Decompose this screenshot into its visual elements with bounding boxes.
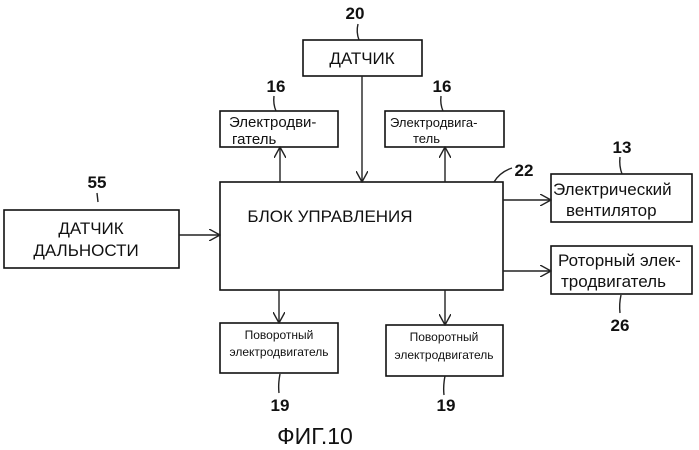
fan-label-2: вентилятор	[566, 201, 657, 220]
ref-16-right: 16	[433, 77, 452, 96]
ref-16-left: 16	[267, 77, 286, 96]
ref-13: 13	[613, 138, 632, 157]
leader-line	[274, 96, 276, 111]
figure-label: ФИГ.10	[277, 423, 353, 449]
leader-line	[279, 374, 280, 393]
leader-line	[494, 168, 512, 182]
sensor-block: ДАТЧИК 20	[303, 4, 422, 76]
ref-20: 20	[346, 4, 365, 23]
fan-label-1: Электрический	[553, 180, 672, 199]
swivel-left-label-1: Поворотный	[245, 328, 314, 342]
motor-left-block: Электродви- гатель 16	[220, 77, 338, 148]
rotor-label-1: Роторный элек-	[558, 251, 681, 270]
rotor-label-2: тродвигатель	[561, 272, 666, 291]
electric-fan-block: Электрический вентилятор 13	[551, 138, 692, 222]
ref-19-right: 19	[437, 396, 456, 415]
control-unit-label: БЛОК УПРАВЛЕНИЯ	[247, 207, 412, 226]
swivel-motor-left-block: Поворотный электродвигатель 19	[220, 323, 338, 415]
motor-right-label-2: тель	[413, 131, 440, 146]
ref-22: 22	[515, 161, 534, 180]
leader-line	[620, 295, 621, 313]
motor-left-label-1: Электродви-	[229, 114, 316, 131]
swivel-left-label-2: электродвигатель	[230, 345, 329, 359]
rotor-motor-block: Роторный элек- тродвигатель 26	[551, 246, 692, 335]
motor-right-label-1: Электродвига-	[390, 115, 477, 130]
swivel-motor-right-block: Поворотный электродвигатель 19	[386, 325, 503, 415]
range-sensor-label-2: ДАЛЬНОСТИ	[33, 241, 138, 260]
swivel-right-label-1: Поворотный	[410, 330, 479, 344]
leader-line	[620, 157, 622, 174]
sensor-label: ДАТЧИК	[329, 49, 394, 68]
motor-left-label-2: гатель	[232, 131, 276, 148]
motor-right-block: Электродвига- тель 16	[385, 77, 504, 147]
range-sensor-label-1: ДАТЧИК	[58, 219, 123, 238]
control-unit-block: БЛОК УПРАВЛЕНИЯ 22	[220, 161, 533, 290]
leader-line	[97, 193, 98, 202]
leader-line	[444, 376, 445, 395]
ref-19-left: 19	[271, 396, 290, 415]
ref-55: 55	[88, 173, 107, 192]
leader-line	[441, 96, 443, 111]
ref-26: 26	[611, 316, 630, 335]
range-sensor-block: ДАТЧИК ДАЛЬНОСТИ 55	[4, 173, 179, 268]
leader-line	[357, 24, 359, 40]
swivel-right-label-2: электродвигатель	[395, 348, 494, 362]
